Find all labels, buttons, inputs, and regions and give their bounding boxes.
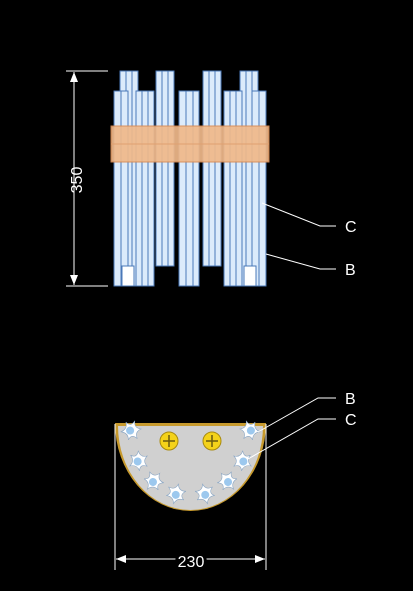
tube-bundle	[113, 70, 267, 287]
side-view: 350 C B	[66, 70, 357, 287]
tube-profile	[238, 420, 261, 441]
width-dimension: 230	[114, 424, 267, 574]
tube	[223, 90, 243, 287]
leader-c-section	[247, 418, 336, 460]
bolt-icon	[159, 431, 179, 451]
height-dimension-label: 350	[69, 167, 86, 194]
tube	[178, 90, 200, 287]
label-b-side: B	[345, 262, 356, 279]
height-dimension: 350	[66, 70, 108, 287]
tube	[251, 90, 267, 287]
tube	[113, 90, 129, 287]
leader-b-section	[257, 397, 336, 433]
leader-c	[261, 202, 336, 227]
label-b-section: B	[345, 391, 356, 408]
tube-profile	[143, 471, 164, 491]
cross-section: 230 B C	[114, 391, 357, 574]
label-c-side: C	[345, 219, 357, 236]
tube-profile	[120, 420, 143, 441]
tube-profiles	[120, 420, 261, 505]
tube-profile	[194, 483, 215, 505]
tube-foot	[121, 265, 135, 287]
label-c-section: C	[345, 412, 357, 429]
tube-profile	[166, 483, 187, 505]
tube-profile	[232, 450, 253, 471]
bolt-icon	[202, 431, 222, 451]
tube-foot	[243, 265, 257, 287]
tube-profile	[128, 450, 149, 471]
tube-profile	[217, 471, 238, 491]
section-body	[118, 426, 263, 510]
tube	[155, 70, 175, 267]
leader-b	[265, 253, 336, 270]
tube	[135, 90, 155, 287]
clamp-band	[110, 125, 270, 163]
width-dimension-label: 230	[178, 554, 205, 571]
tube	[202, 70, 222, 267]
